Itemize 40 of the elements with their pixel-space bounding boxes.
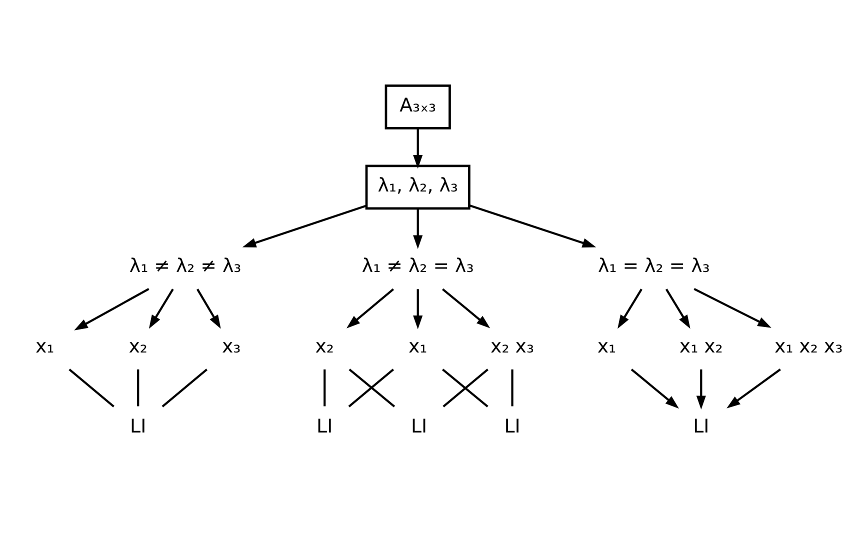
arrow xyxy=(694,288,772,328)
arrow xyxy=(413,128,423,169)
node-text: LI xyxy=(130,416,146,438)
node-box: A₃ₓ₃ xyxy=(384,84,451,130)
node-text: x₂ xyxy=(315,335,334,358)
arrow xyxy=(413,208,423,249)
node-text: x₂ x₃ xyxy=(490,335,534,358)
arrow xyxy=(74,288,150,330)
arrow xyxy=(442,288,490,328)
node-text: λ₁ ≠ λ₂ = λ₃ xyxy=(362,254,474,277)
node-text: x₁ xyxy=(35,335,54,358)
arrow xyxy=(696,369,706,410)
node-text: LI xyxy=(316,416,333,438)
node-text: x₁ x₂ x₃ xyxy=(774,335,843,358)
node-text: x₂ xyxy=(128,335,148,358)
arrow xyxy=(413,289,423,330)
arrow xyxy=(196,288,221,329)
node-text: x₁ xyxy=(597,335,616,358)
node-text: x₃ xyxy=(222,335,241,358)
node-box: λ₁, λ₂, λ₃ xyxy=(365,164,470,210)
node-text: LI xyxy=(410,416,428,438)
node-text: λ₁ ≠ λ₂ ≠ λ₃ xyxy=(129,254,242,277)
arrow xyxy=(630,368,679,409)
node-text: x₁ xyxy=(408,335,428,358)
node-text: LI xyxy=(504,416,520,438)
connector xyxy=(68,368,114,408)
connector xyxy=(324,369,326,406)
arrow xyxy=(618,288,642,329)
node-text: LI xyxy=(693,416,710,438)
connector xyxy=(162,368,208,408)
connector xyxy=(137,369,140,406)
node-text: x₁ x₂ xyxy=(679,335,723,358)
arrow xyxy=(346,288,394,328)
node-text: λ₁ = λ₂ = λ₃ xyxy=(598,254,710,277)
arrow xyxy=(665,288,690,329)
arrow xyxy=(242,204,367,248)
arrow xyxy=(148,288,174,329)
arrow xyxy=(726,368,781,408)
arrow xyxy=(469,204,596,248)
connector xyxy=(511,369,514,406)
